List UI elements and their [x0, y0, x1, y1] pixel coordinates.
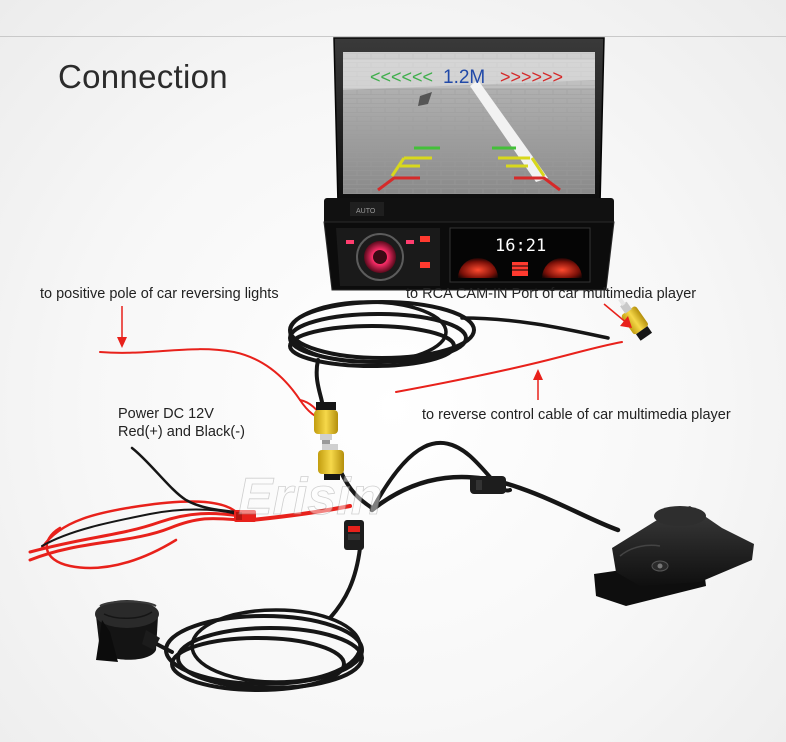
auto-badge: AUTO: [356, 208, 376, 215]
arrow-up-icon: [533, 369, 543, 400]
buzzer-icon: [95, 600, 160, 662]
clock-display: 16:21: [495, 236, 546, 256]
sensor-connector: [344, 520, 364, 550]
camera-sensor-icon: [594, 506, 754, 606]
page-title: Connection: [58, 58, 228, 95]
arrow-down-icon: [117, 306, 127, 348]
power-label-line1: Power DC 12V: [118, 406, 214, 422]
black-power-wire: [41, 446, 238, 547]
red-wires: [28, 341, 623, 570]
arrow-down-icon: [603, 303, 632, 328]
positive-pole-label: to positive pole of car reversing lights: [40, 286, 279, 302]
rca-plug-icon: [314, 297, 653, 480]
head-unit-icon: <<<<<< 1.2M >>>>>> AUTO 16:21: [323, 37, 615, 291]
inline-connector: [470, 476, 506, 494]
left-arrows: <<<<<<: [370, 67, 433, 87]
distance-readout: 1.2M: [443, 67, 485, 88]
power-connector: [234, 510, 256, 522]
power-label-line2: Red(+) and Black(-): [118, 424, 245, 440]
right-arrows: >>>>>>: [500, 67, 563, 87]
watermark: Erisin: [238, 468, 383, 526]
power-label: Power DC 12V Red(+) and Black(-): [118, 405, 245, 441]
reverse-control-label: to reverse control cable of car multimed…: [422, 407, 731, 423]
top-divider: [0, 36, 786, 37]
video-cable: [138, 300, 621, 692]
rca-port-label: to RCA CAM-IN Port of car multimedia pla…: [406, 286, 697, 302]
